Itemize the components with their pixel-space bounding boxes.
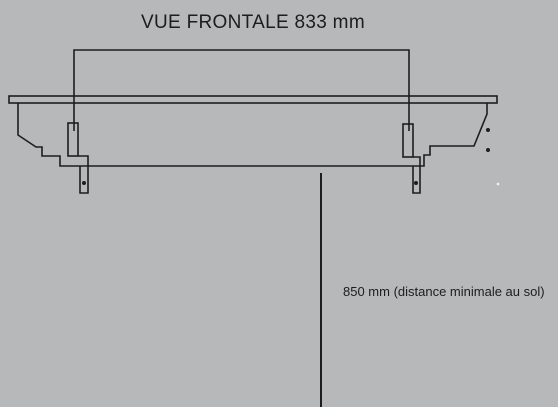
hood-profile-left (17, 103, 321, 167)
hood-profile-right (321, 103, 488, 167)
bracket-left-arm (78, 155, 89, 194)
control-dot-1 (486, 128, 490, 132)
bracket-right (402, 123, 414, 158)
screw-left (82, 181, 86, 185)
chimney-frame (73, 49, 410, 131)
top-plate (8, 95, 498, 104)
bracket-right-arm (412, 156, 421, 194)
indicator-light (496, 182, 500, 186)
height-annotation: 850 mm (distance minimale au sol) (343, 284, 545, 299)
screw-right (414, 181, 418, 185)
bracket-left (67, 122, 79, 157)
control-dot-2 (486, 148, 490, 152)
front-view-title: VUE FRONTALE 833 mm (141, 12, 365, 33)
